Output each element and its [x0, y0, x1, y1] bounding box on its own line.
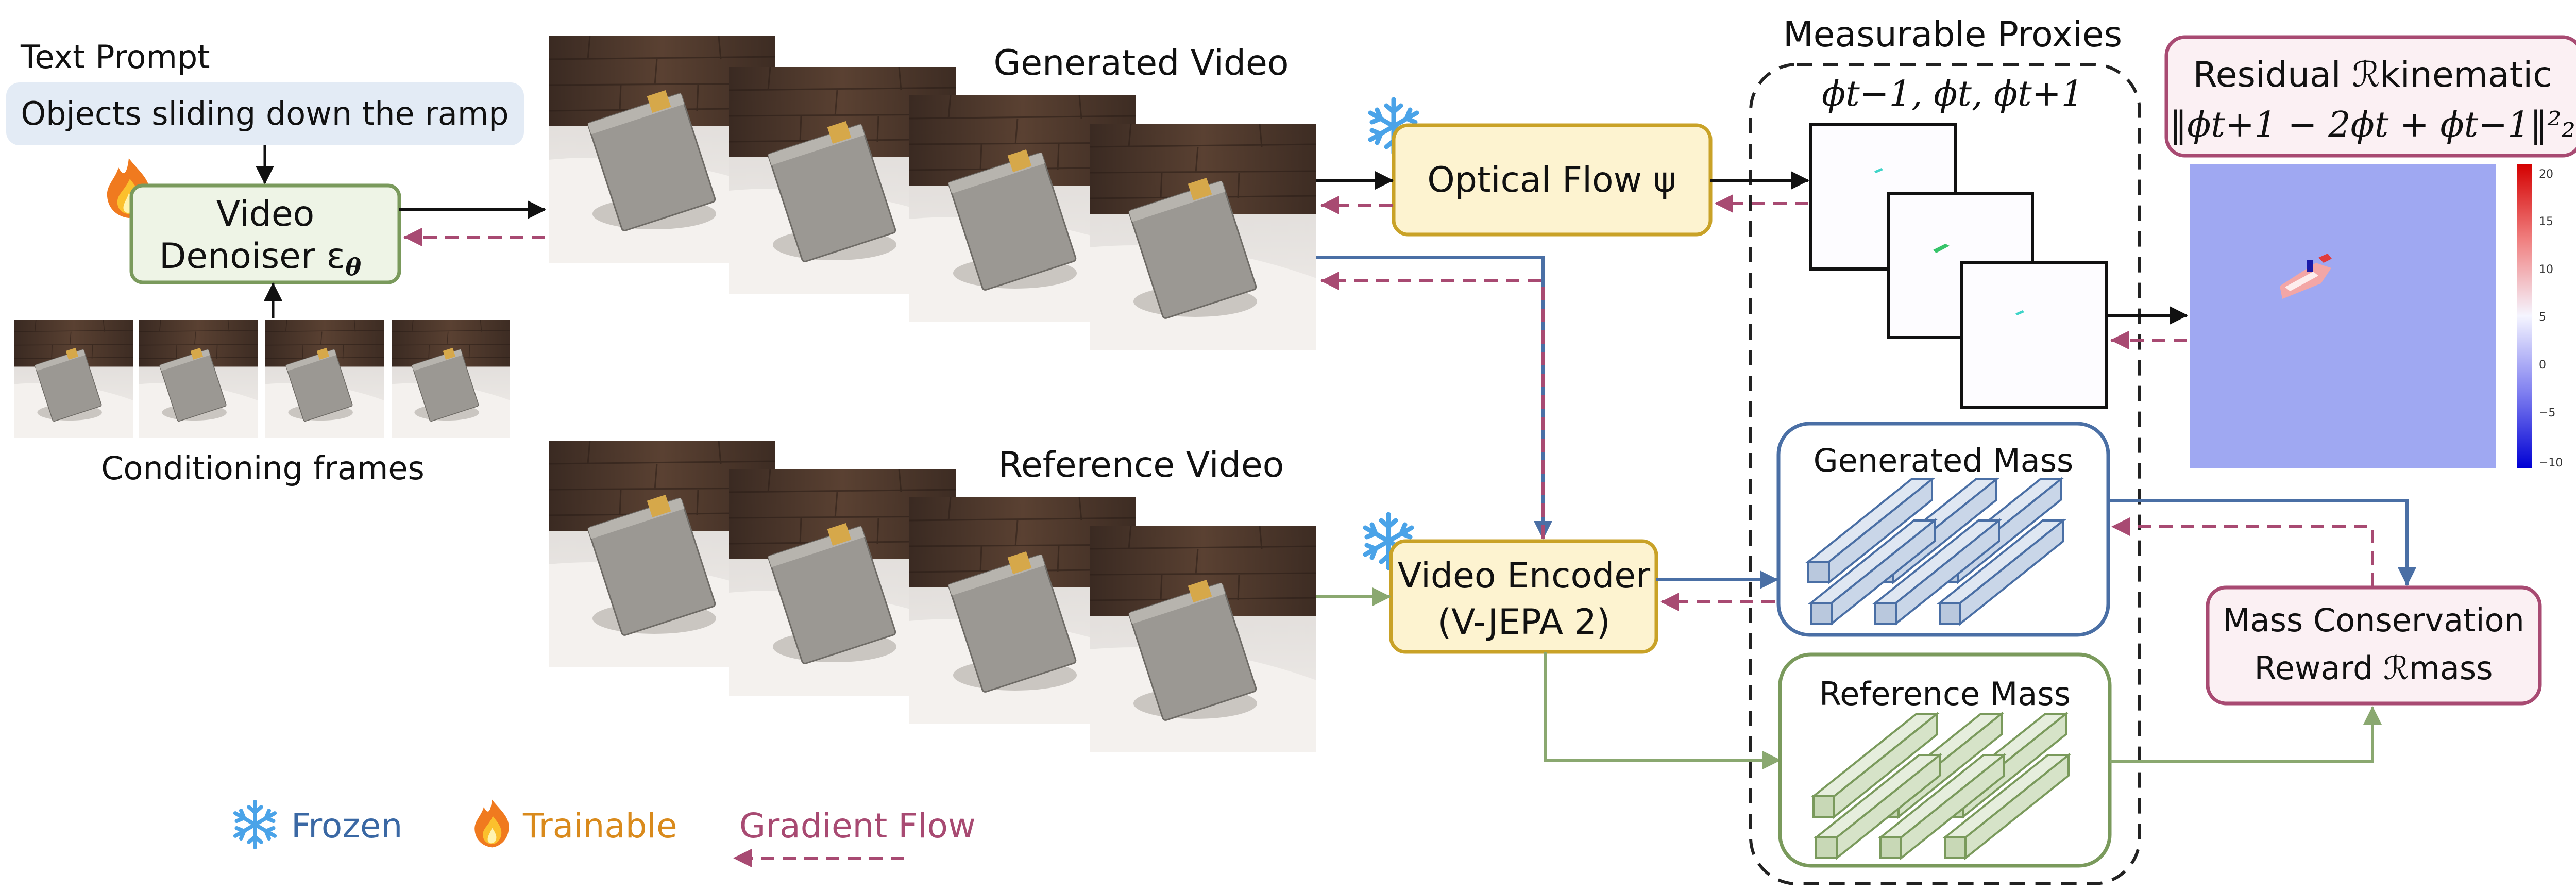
- reference-video-label: Reference Video: [998, 445, 1284, 485]
- legend-trainable-label: Trainable: [522, 806, 677, 846]
- generated-mass-label: Generated Mass: [1814, 442, 2074, 479]
- colorbar-ticks: 20 15 10 5 0 −5 −10: [2539, 168, 2563, 469]
- generated-to-encoder-arrow: [1316, 256, 1552, 540]
- mass-reward-box: [2206, 585, 2542, 706]
- mass-reward-line1: Mass Conservation: [2223, 601, 2524, 639]
- residual-title: Residual ℛkinematic: [2193, 55, 2552, 95]
- generated-mass-to-reward-arrow: [2108, 499, 2416, 586]
- generated-video-label: Generated Video: [994, 43, 1289, 83]
- video-encoder-label-line1: Video Encoder: [1398, 556, 1650, 596]
- measurable-proxies-container: [1749, 63, 2141, 885]
- colorbar-tick: 15: [2539, 215, 2553, 228]
- conditioning-frame: [14, 320, 133, 438]
- gradient-encoder-to-video-arrow: [1320, 272, 1545, 539]
- conditioning-frames: [14, 320, 510, 438]
- colorbar-tick: −5: [2539, 407, 2555, 419]
- measurable-proxies-label: Measurable Proxies: [1783, 14, 2122, 55]
- reference-video-stack: [549, 441, 1316, 752]
- residual-formula: ‖ϕt+1 − 2ϕt + ϕt−1‖²₂: [2170, 105, 2575, 145]
- reference-frame: [1090, 526, 1316, 752]
- legend-frozen-label: Frozen: [291, 806, 402, 846]
- optical-flow-label: Optical Flow ψ: [1427, 160, 1676, 200]
- residual-heatmap: [2190, 164, 2496, 468]
- phi-triplet-label: ϕt−1, ϕt, ϕt+1: [1822, 74, 2083, 114]
- denoiser-subscript: θ: [345, 253, 361, 281]
- video-encoder-label-line2: (V-JEPA 2): [1438, 602, 1611, 643]
- prompt-box: [6, 82, 524, 145]
- flow-frame: [1960, 261, 2108, 409]
- gradient-reward-to-generated-mass-arrow: [2111, 517, 2374, 586]
- snowflake-icon: [235, 802, 275, 847]
- colorbar-tick: 0: [2539, 359, 2546, 372]
- colorbar-tick: 5: [2539, 311, 2546, 324]
- video-encoder-box: [1389, 539, 1658, 654]
- reference-mass-to-reward-arrow: [2110, 706, 2382, 763]
- colorbar: [2517, 164, 2532, 468]
- colorbar-tick: 10: [2539, 263, 2553, 276]
- colorbar-tick: −10: [2539, 457, 2563, 469]
- generated-frame: [1090, 124, 1316, 350]
- denoiser-label-line2: Denoiser εθ: [159, 236, 361, 281]
- conditioning-frame: [265, 320, 384, 438]
- flame-icon: [474, 799, 509, 848]
- colorbar-tick: 20: [2539, 168, 2553, 181]
- flow-frames: [1809, 123, 2108, 409]
- legend: Frozen Trainable Gradient Flow: [235, 799, 976, 867]
- denoiser-label-line1: Video: [216, 194, 315, 234]
- residual-box: [2164, 35, 2576, 158]
- text-prompt-label: Text Prompt: [20, 38, 210, 76]
- reference-mass-label: Reference Mass: [1819, 675, 2071, 713]
- encoder-to-reference-mass-arrow: [1544, 652, 1781, 769]
- legend-gradient-label: Gradient Flow: [739, 806, 976, 846]
- conditioning-frames-label: Conditioning frames: [101, 449, 425, 487]
- prompt-value: Objects sliding down the ramp: [21, 95, 509, 132]
- conditioning-frame: [392, 320, 510, 438]
- conditioning-frame: [139, 320, 258, 438]
- mass-reward-line2: Reward ℛmass: [2254, 649, 2493, 687]
